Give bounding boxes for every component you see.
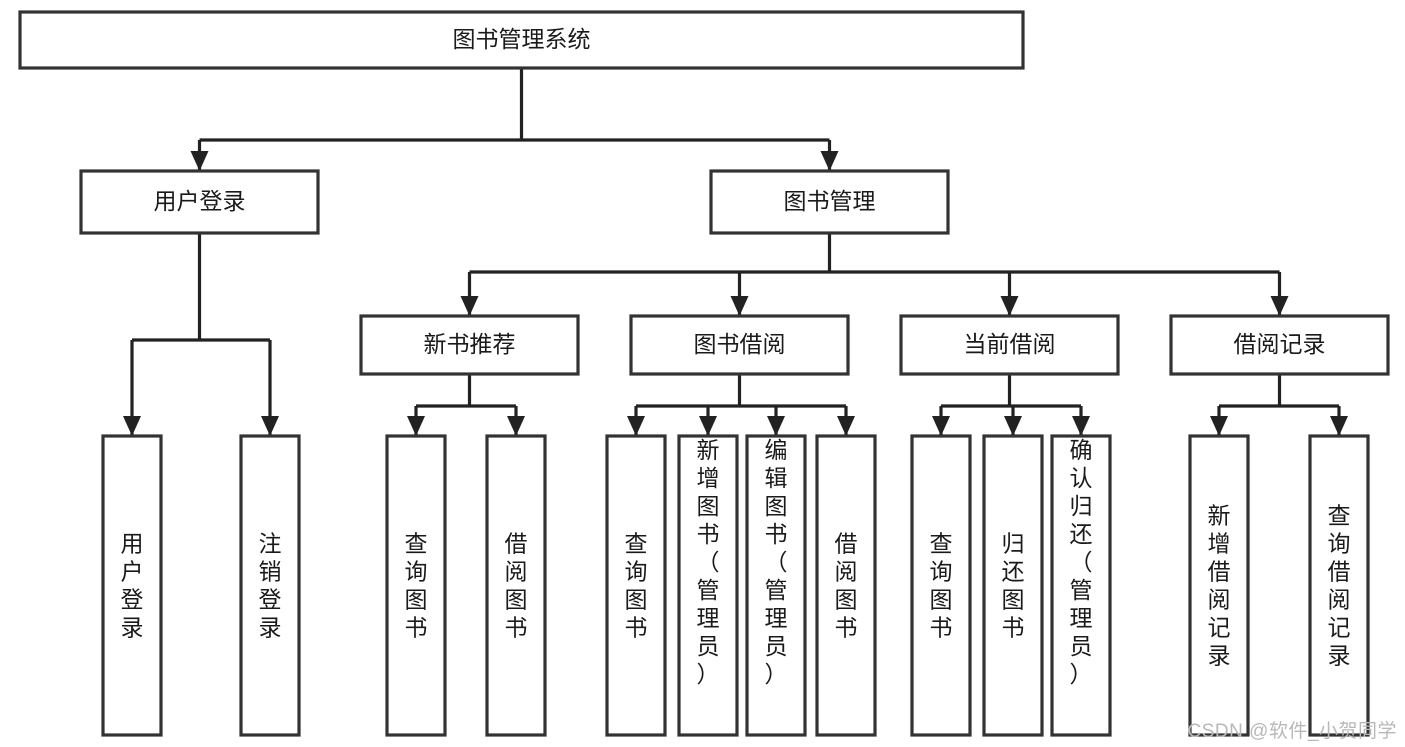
node-box — [239, 434, 301, 737]
node-leaf-5[interactable]: 新增图书（管理员） — [677, 434, 739, 737]
node-level3-1[interactable]: 图书借阅 — [629, 314, 850, 376]
node-box — [485, 434, 547, 737]
node-leaf-11[interactable]: 新增借阅记录 — [1188, 434, 1250, 737]
arrow-head-icon — [699, 416, 717, 436]
arrow-head-icon — [627, 416, 645, 436]
node-box — [605, 434, 667, 737]
node-label: 借阅记录 — [1234, 331, 1326, 357]
node-box — [1308, 434, 1370, 737]
node-leaf-4[interactable]: 查询图书 — [605, 434, 667, 737]
arrow-head-icon — [1330, 416, 1348, 436]
node-label: 图书管理系统 — [453, 26, 591, 52]
arrow-head-icon — [261, 416, 279, 436]
node-box — [745, 434, 807, 737]
node-box — [359, 314, 580, 376]
arrow-head-icon — [1270, 296, 1289, 316]
node-leaf-6[interactable]: 编辑图书（管理员） — [745, 434, 807, 737]
node-box — [18, 10, 1025, 70]
node-box — [1169, 314, 1390, 376]
arrow-head-icon — [1210, 416, 1228, 436]
node-box — [101, 434, 163, 737]
node-level2-0[interactable]: 用户登录 — [79, 169, 320, 235]
node-leaf-1[interactable]: 注销登录 — [239, 434, 301, 737]
arrow-head-icon — [837, 416, 855, 436]
connectors-layer — [123, 68, 1348, 436]
arrow-head-icon — [1072, 416, 1090, 436]
node-leaf-8[interactable]: 查询图书 — [910, 434, 972, 737]
node-label: 查询图书 — [625, 531, 648, 641]
node-label: 用户登录 — [154, 188, 246, 214]
node-label: 用户登录 — [121, 531, 144, 641]
node-label: 查询图书 — [930, 531, 953, 641]
node-label: 注销登录 — [259, 531, 282, 641]
node-label: 归还图书 — [1002, 531, 1025, 641]
node-label: 借阅图书 — [505, 531, 528, 641]
node-level3-3[interactable]: 借阅记录 — [1169, 314, 1390, 376]
node-label: 当前借阅 — [964, 331, 1056, 357]
arrow-head-icon — [767, 416, 785, 436]
arrow-head-icon — [190, 151, 209, 171]
node-leaf-0[interactable]: 用户登录 — [101, 434, 163, 737]
node-leaf-9[interactable]: 归还图书 — [982, 434, 1044, 737]
node-level3-2[interactable]: 当前借阅 — [899, 314, 1120, 376]
node-box — [709, 169, 950, 235]
arrow-head-icon — [123, 416, 141, 436]
node-box — [1188, 434, 1250, 737]
node-box — [899, 314, 1120, 376]
node-label: 确认归还（管理员） — [1070, 437, 1093, 687]
node-label: 图书借阅 — [694, 331, 786, 357]
node-leaf-10[interactable]: 确认归还（管理员） — [1050, 434, 1112, 737]
node-box — [677, 434, 739, 737]
node-box — [385, 434, 447, 737]
arrow-head-icon — [730, 296, 749, 316]
arrow-head-icon — [507, 416, 525, 436]
node-leaf-12[interactable]: 查询借阅记录 — [1308, 434, 1370, 737]
node-level2-1[interactable]: 图书管理 — [709, 169, 950, 235]
node-box — [629, 314, 850, 376]
node-level3-0[interactable]: 新书推荐 — [359, 314, 580, 376]
node-box — [1050, 434, 1112, 737]
nodes-layer: 图书管理系统用户登录图书管理新书推荐图书借阅当前借阅借阅记录用户登录注销登录查询… — [18, 10, 1390, 737]
node-leaf-3[interactable]: 借阅图书 — [485, 434, 547, 737]
arrow-head-icon — [407, 416, 425, 436]
arrow-head-icon — [1000, 296, 1019, 316]
arrow-head-icon — [932, 416, 950, 436]
arrow-head-icon — [820, 151, 839, 171]
node-leaf-2[interactable]: 查询图书 — [385, 434, 447, 737]
node-label: 新增借阅记录 — [1208, 503, 1231, 669]
node-box — [815, 434, 877, 737]
node-label: 查询图书 — [405, 531, 428, 641]
node-box — [982, 434, 1044, 737]
node-box — [910, 434, 972, 737]
node-root-system[interactable]: 图书管理系统 — [18, 10, 1025, 70]
node-label: 图书管理 — [784, 188, 876, 214]
node-box — [79, 169, 320, 235]
node-label: 编辑图书（管理员） — [765, 437, 788, 687]
node-label: 借阅图书 — [835, 531, 858, 641]
node-label: 新书推荐 — [424, 331, 516, 357]
node-leaf-7[interactable]: 借阅图书 — [815, 434, 877, 737]
arrow-head-icon — [460, 296, 479, 316]
node-label: 查询借阅记录 — [1328, 503, 1351, 669]
arrow-head-icon — [1004, 416, 1022, 436]
node-label: 新增图书（管理员） — [697, 437, 720, 687]
